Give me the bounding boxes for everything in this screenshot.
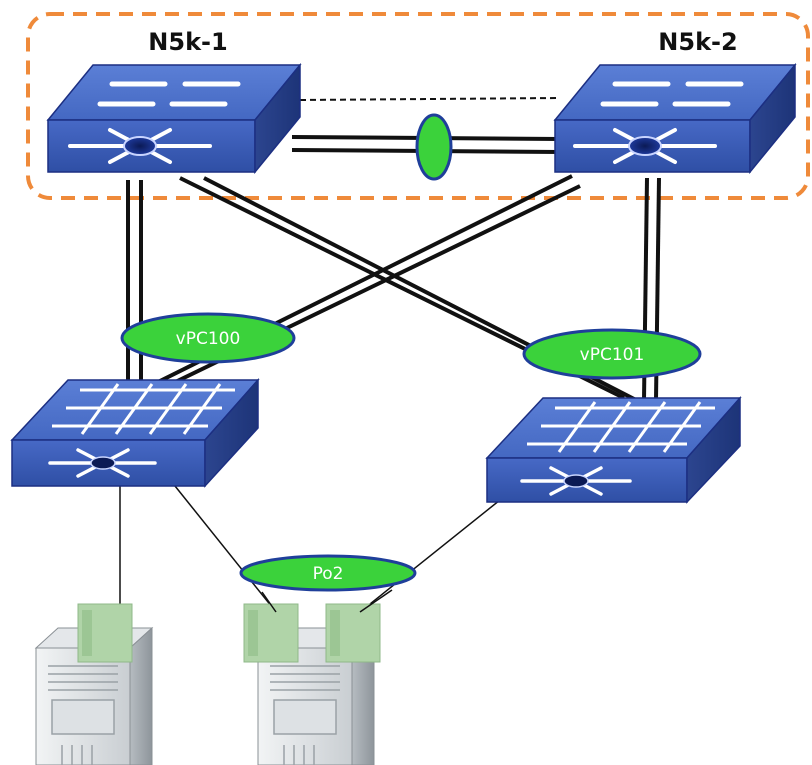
nexus-switch-icon	[573, 128, 717, 164]
nexus-switch-icon	[68, 128, 212, 164]
vpc100-label: vPC100	[176, 329, 241, 349]
link-n5k1-to-left-access	[126, 180, 143, 386]
access-switch-right[interactable]	[485, 396, 742, 504]
traffic-arrows-icon	[600, 81, 744, 107]
access-switch-left[interactable]	[10, 378, 260, 488]
server-right[interactable]	[243, 603, 381, 765]
switch-arrows-icon	[48, 448, 157, 478]
server-bay-lines	[270, 665, 340, 765]
vpc101-label: vPC101	[580, 345, 645, 365]
po2-label: Po2	[313, 564, 344, 584]
po2-bundle[interactable]: Po2	[239, 554, 417, 592]
nic-card-icon	[325, 603, 381, 663]
nic-card-icon	[77, 603, 133, 663]
switch-label-n5k-2: N5k-2	[658, 28, 737, 56]
switch-arrows-icon	[520, 466, 632, 496]
switch-n5k-1[interactable]	[46, 62, 302, 175]
switch-fabric-grid-icon	[527, 401, 715, 453]
server-bay-lines	[48, 665, 118, 765]
po2-nic-links	[261, 589, 393, 613]
peer-link-bundle-oval	[415, 113, 453, 181]
vpc100-bundle[interactable]: vPC100	[120, 312, 296, 364]
switch-label-n5k-1: N5k-1	[148, 28, 227, 56]
server-links	[119, 484, 501, 613]
server-left[interactable]	[34, 603, 154, 765]
traffic-arrows-icon	[97, 81, 241, 107]
vpc-domain-boundary	[26, 12, 810, 200]
switch-fabric-grid-icon	[52, 383, 235, 435]
peer-keepalive-link	[299, 97, 561, 101]
switch-n5k-2[interactable]	[553, 62, 797, 175]
vpc101-bundle[interactable]: vPC101	[522, 328, 702, 380]
nic-card-icon	[243, 603, 299, 663]
